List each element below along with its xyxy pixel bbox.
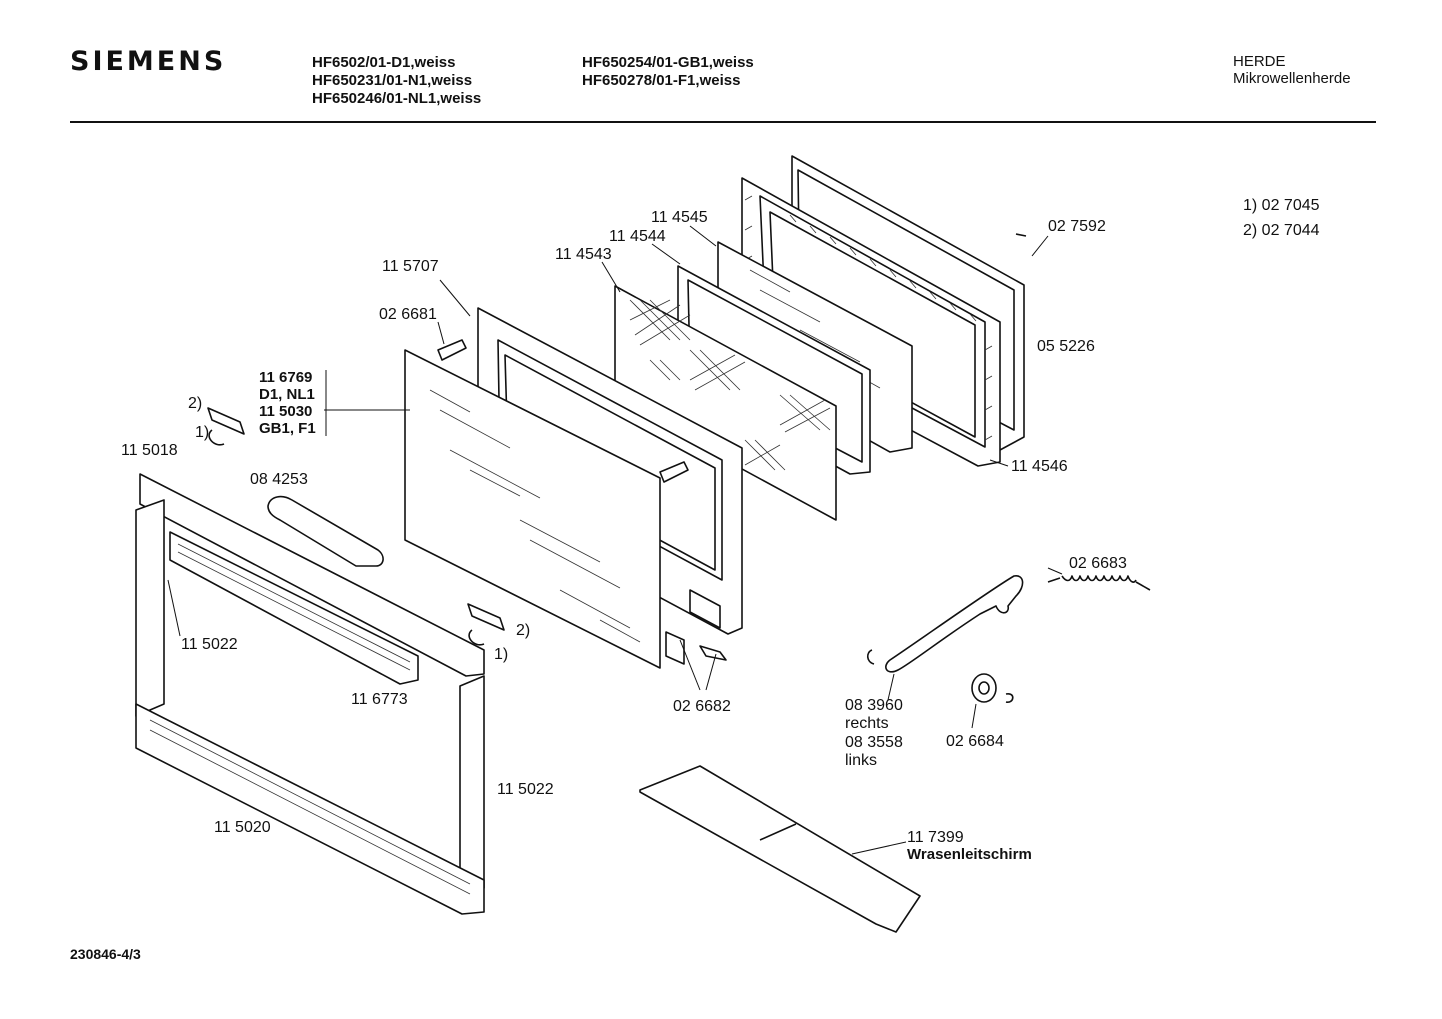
model-item: HF6502/01-D1,weiss xyxy=(312,54,456,71)
part-label: 02 6684 xyxy=(946,733,1004,750)
top-frame-bar-part xyxy=(139,473,485,677)
part-label: 11 5707 xyxy=(382,258,439,275)
door-trim-part xyxy=(169,531,419,685)
drawing-number: 230846-4/3 xyxy=(70,946,141,962)
part-label: 11 5020 xyxy=(214,819,271,836)
variant-label: D1, NL1 xyxy=(259,386,315,403)
lower-frame-part xyxy=(135,703,485,915)
part-label: 02 6682 xyxy=(673,698,731,715)
brand-logo: SIEMENS xyxy=(70,46,227,77)
part-label: 05 5226 xyxy=(1037,338,1095,355)
model-list-2: HF650254/01-GB1,weiss HF650278/01-F1,wei… xyxy=(582,54,754,90)
steam-deflector-part xyxy=(639,765,921,933)
part-label: 11 6769 xyxy=(259,369,313,386)
model-item: HF650231/01-N1,weiss xyxy=(312,72,473,89)
glass-reflection-lines xyxy=(749,269,881,389)
roller-part xyxy=(971,673,997,703)
door-handle-part xyxy=(267,495,384,567)
part-label: 02 7592 xyxy=(1048,218,1106,235)
footnote-marker: 1) xyxy=(195,424,210,441)
part-label: 08 3558 xyxy=(845,734,903,751)
footnote-marker: 2) xyxy=(188,395,203,412)
screw-part xyxy=(1015,233,1027,237)
c-clip-part xyxy=(1005,693,1014,703)
category-title: HERDE xyxy=(1233,53,1286,70)
footnote-marker: 1) xyxy=(494,646,509,663)
trim-groove-lines xyxy=(177,543,411,671)
part-label: 08 3960 xyxy=(845,697,903,714)
clip-part xyxy=(467,603,505,631)
part-label: 02 6683 xyxy=(1069,555,1127,572)
part-label: 11 6773 xyxy=(351,691,408,708)
part-label: 08 4253 xyxy=(250,471,308,488)
spring-clip-part xyxy=(208,429,225,446)
model-item: HF650246/01-NL1,weiss xyxy=(312,90,482,107)
footnote-marker: 2) xyxy=(516,622,531,639)
header-divider xyxy=(70,121,1376,123)
leader-lines xyxy=(167,225,1063,855)
part-label: 11 4546 xyxy=(1011,458,1068,475)
footnote-list: 1) 02 7045 2) 02 7044 xyxy=(1243,193,1320,243)
part-label: 11 5030 xyxy=(259,403,313,420)
part-label: 11 4544 xyxy=(609,228,666,245)
part-label: 11 4543 xyxy=(555,246,612,263)
side-label: links xyxy=(845,752,878,769)
right-frame-bar-part xyxy=(459,675,485,901)
left-frame-bar-part xyxy=(135,499,165,717)
variant-label: GB1, F1 xyxy=(259,420,316,437)
clip-part xyxy=(207,407,245,435)
model-item: HF650278/01-F1,weiss xyxy=(582,72,741,89)
c-clip-part xyxy=(866,649,875,665)
spring-clip-part xyxy=(468,629,485,646)
lower-frame-groove-lines xyxy=(149,719,471,895)
footnote-item: 2) 02 7044 xyxy=(1243,222,1320,239)
part-label: 11 5022 xyxy=(497,781,554,798)
hinge-plate-part xyxy=(665,631,685,665)
part-label: 11 5022 xyxy=(181,636,238,653)
model-item: HF650254/01-GB1,weiss xyxy=(582,54,754,71)
deflector-seam xyxy=(759,823,797,841)
part-label: 11 5018 xyxy=(121,442,178,459)
part-description: Wrasenleitschirm xyxy=(907,846,1032,863)
front-glass-panel-part xyxy=(404,349,661,669)
door-stop-part xyxy=(437,339,467,361)
tension-spring-part xyxy=(1061,575,1137,583)
part-label: 02 6681 xyxy=(379,306,437,323)
door-stop-part xyxy=(659,461,689,483)
footnote-item: 1) 02 7045 xyxy=(1243,197,1320,214)
spring-end xyxy=(1047,577,1061,583)
part-label: 11 4545 xyxy=(651,209,708,226)
microwave-mesh-screen-part xyxy=(614,285,837,521)
part-label: 11 7399 xyxy=(907,829,964,846)
side-label: rechts xyxy=(845,715,889,732)
latch-lever-part xyxy=(885,575,1024,673)
subcategory-title: Mikrowellenherde xyxy=(1233,70,1351,87)
hinge-screw-part xyxy=(699,645,727,661)
model-list-1: HF6502/01-D1,weiss HF650231/01-N1,weiss … xyxy=(312,54,481,108)
roller-hub xyxy=(978,681,990,695)
spring-end xyxy=(1135,581,1151,591)
